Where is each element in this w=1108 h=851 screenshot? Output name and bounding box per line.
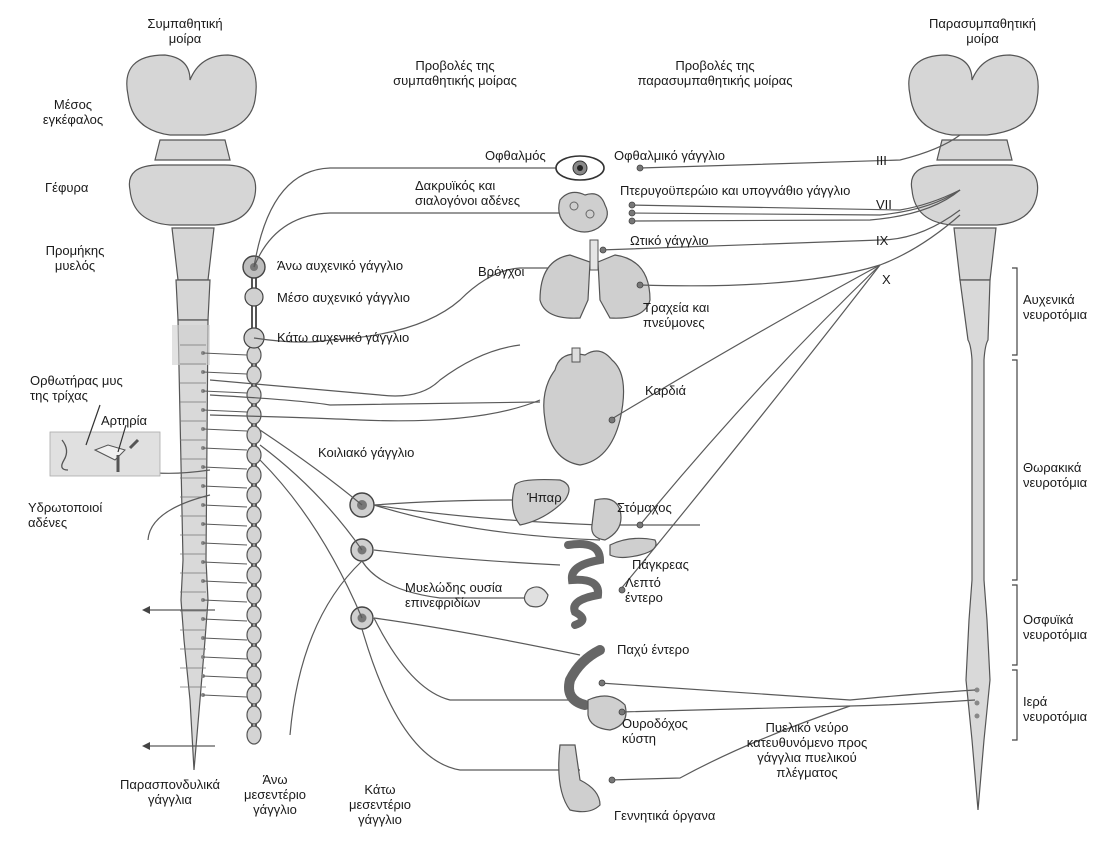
label-large-intestine: Παχύ έντερο bbox=[617, 642, 689, 657]
label-artery: Αρτηρία bbox=[101, 413, 147, 428]
label-bronchi: Βρόγχοι bbox=[478, 264, 524, 279]
label-inf-mesenteric: Κάτω μεσεντέριο γάγγλιο bbox=[340, 782, 420, 827]
label-pancreas: Πάγκρεας bbox=[632, 557, 689, 572]
label-celiac-ganglion: Κοιλιακό γάγγλιο bbox=[318, 445, 414, 460]
label-nerve-IX: IX bbox=[876, 233, 888, 248]
chain-ganglion bbox=[247, 386, 261, 404]
label-inferior-cervical: Κάτω αυχενικό γάγγλιο bbox=[277, 330, 409, 345]
label-sacral-segments: Ιερά νευροτόμια bbox=[1023, 694, 1087, 724]
label-superior-cervical: Άνω αυχενικό γάγγλιο bbox=[277, 258, 403, 273]
label-adrenal-medulla: Μυελώδης ουσία επινεφριδίων bbox=[405, 580, 502, 610]
label-nerve-VII: VII bbox=[876, 197, 892, 212]
chain-ganglion bbox=[247, 546, 261, 564]
chain-ganglion bbox=[247, 626, 261, 644]
label-sym-projections: Προβολές της συμπαθητικής μοίρας bbox=[370, 58, 540, 88]
label-thoracic-segments: Θωρακικά νευροτόμια bbox=[1023, 460, 1087, 490]
chain-ganglion bbox=[247, 606, 261, 624]
label-medulla: Προμήκης μυελός bbox=[30, 243, 120, 273]
chain-ganglion bbox=[247, 426, 261, 444]
chain-ganglion bbox=[247, 446, 261, 464]
label-sym-division: Συμπαθητική μοίρα bbox=[125, 16, 245, 46]
label-trachea-lungs: Τραχεία και πνεύμονες bbox=[643, 300, 709, 330]
label-para-projections: Προβολές της παρασυμπαθητικής μοίρας bbox=[620, 58, 810, 88]
label-sweat-glands: Υδρωτοποιοί αδένες bbox=[28, 500, 102, 530]
label-small-intestine: Λεπτό έντερο bbox=[625, 575, 663, 605]
chain-ganglion bbox=[247, 486, 261, 504]
label-sup-mesenteric: Άνω μεσεντέριο γάγγλιο bbox=[235, 772, 315, 817]
label-liver: Ήπαρ bbox=[527, 490, 562, 505]
label-bladder: Ουροδόχος κύστη bbox=[622, 716, 688, 746]
label-genitals: Γεννητικά όργανα bbox=[614, 808, 715, 823]
eye-icon bbox=[556, 156, 604, 180]
label-ciliary-ganglion: Οφθαλμικό γάγγλιο bbox=[614, 148, 725, 163]
label-eye: Οφθαλμός bbox=[485, 148, 546, 163]
label-middle-cervical: Μέσο αυχενικό γάγγλιο bbox=[277, 290, 410, 305]
label-midbrain: Μέσος εγκέφαλος bbox=[28, 97, 118, 127]
chain-ganglion bbox=[247, 366, 261, 384]
chain-ganglion bbox=[247, 526, 261, 544]
chain-ganglion bbox=[247, 346, 261, 364]
label-paravertebral: Παρασπονδυλικά γάγγλια bbox=[115, 777, 225, 807]
middle-cervical-ganglion bbox=[245, 288, 263, 306]
chain-ganglion bbox=[247, 706, 261, 724]
chain-ganglion bbox=[247, 586, 261, 604]
label-lumbar-segments: Οσφυϊκά νευροτόμια bbox=[1023, 612, 1087, 642]
label-arrector-pili: Ορθωτήρας μυς της τρίχας bbox=[30, 373, 123, 403]
label-lacrimal-salivary: Δακρυϊκός και σιαλογόνοι αδένες bbox=[415, 178, 520, 208]
chain-ganglion bbox=[247, 666, 261, 684]
chain-ganglion bbox=[247, 686, 261, 704]
chain-ganglion bbox=[247, 406, 261, 424]
chain-ganglion bbox=[247, 566, 261, 584]
adrenal-icon bbox=[524, 587, 548, 607]
label-heart: Καρδιά bbox=[645, 383, 686, 398]
chain-ganglion bbox=[247, 506, 261, 524]
label-pons: Γέφυρα bbox=[45, 180, 88, 195]
chain-ganglion bbox=[247, 466, 261, 484]
label-pelvic-nerve: Πυελικό νεύρο κατευθυνόμενο προς γάγγλια… bbox=[732, 720, 882, 780]
label-nerve-X: X bbox=[882, 272, 891, 287]
label-nerve-III: III bbox=[876, 153, 887, 168]
label-para-division: Παρασυμπαθητική μοίρα bbox=[915, 16, 1050, 46]
chain-ganglion bbox=[247, 646, 261, 664]
label-cervical-segments: Αυχενικά νευροτόμια bbox=[1023, 292, 1087, 322]
label-otic-ganglion: Ωτικό γάγγλιο bbox=[630, 233, 709, 248]
chain-ganglion bbox=[247, 726, 261, 744]
label-stomach: Στόμαχος bbox=[617, 500, 672, 515]
label-pterygopalatine: Πτερυγοϋπερώιο και υπογνάθιο γάγγλιο bbox=[620, 183, 850, 198]
